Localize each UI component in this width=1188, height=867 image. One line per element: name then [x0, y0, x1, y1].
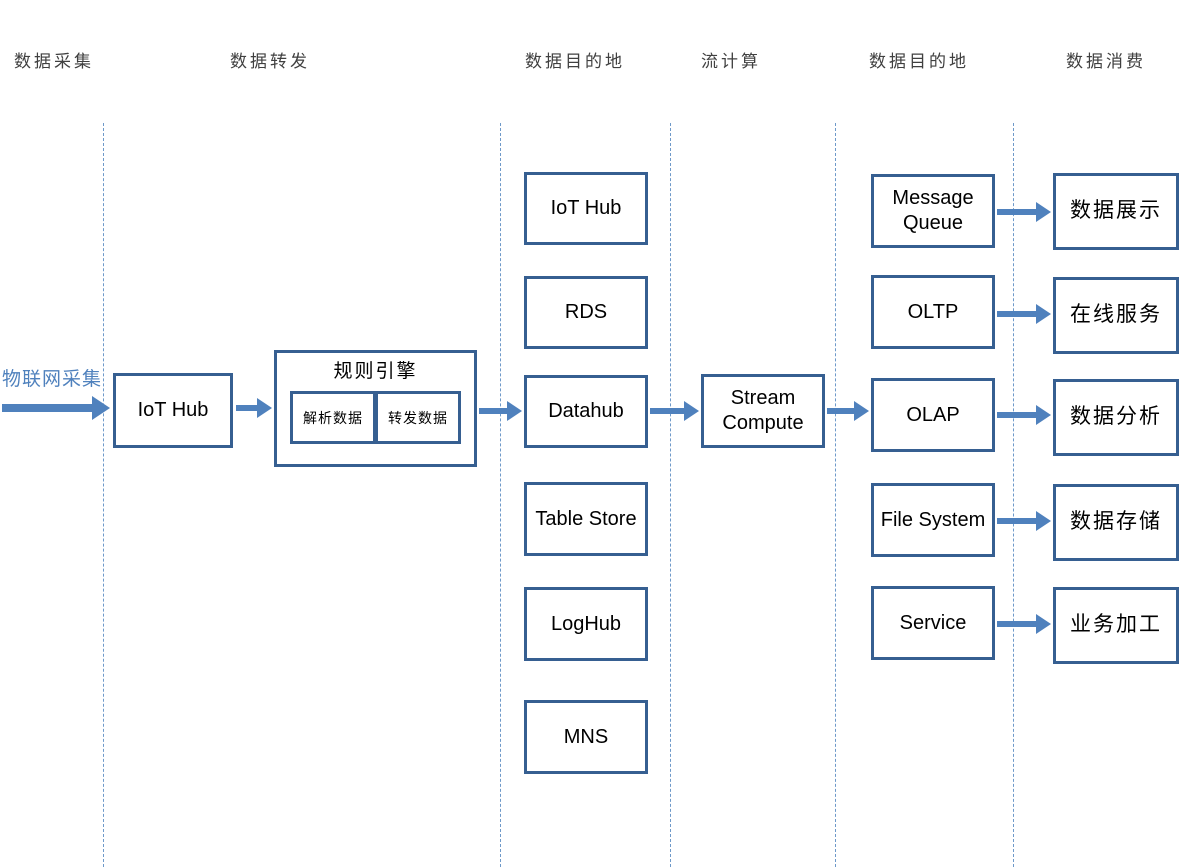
node-stream-compute: Stream Compute [701, 374, 825, 448]
arrow-shaft [2, 404, 94, 412]
arrow-shaft [997, 518, 1038, 524]
arrow-head [854, 401, 869, 421]
arrow-olap-to-data-analysis [997, 403, 1051, 427]
lane-header-data-consumption: 数据消费 [1066, 52, 1146, 71]
arrow-shaft [827, 408, 856, 414]
lane-divider-2 [500, 123, 501, 867]
arrow-head [257, 398, 272, 418]
node-data-display: 数据展示 [1053, 173, 1179, 250]
node-file-system: File System [871, 483, 995, 557]
node-mns: MNS [524, 700, 648, 774]
node-loghub: LogHub [524, 587, 648, 661]
arrow-shaft [997, 209, 1038, 215]
arrow-head [92, 396, 110, 420]
node-iot-hub-collect: IoT Hub [113, 373, 233, 448]
lane-divider-5 [1013, 123, 1014, 867]
node-oltp: OLTP [871, 275, 995, 349]
lane-divider-3 [670, 123, 671, 867]
arrow-head [507, 401, 522, 421]
arrow-head [1036, 202, 1051, 222]
rule-engine-title: 规则引擎 [333, 361, 418, 382]
arrow-head [684, 401, 699, 421]
node-rule-engine: 规则引擎 解析数据 转发数据 [274, 350, 477, 467]
node-business-processing: 业务加工 [1053, 587, 1179, 664]
source-label-iot-collection: 物联网采集 [2, 369, 103, 390]
lane-header-data-collection: 数据采集 [14, 52, 94, 71]
arrow-head [1036, 304, 1051, 324]
arrow-source-to-iot-hub [2, 396, 110, 420]
node-parse-data: 解析数据 [290, 391, 376, 444]
node-table-store: Table Store [524, 482, 648, 556]
arrow-shaft [479, 408, 509, 414]
arrow-shaft [650, 408, 686, 414]
lane-header-data-destination-1: 数据目的地 [525, 52, 625, 71]
node-data-analysis: 数据分析 [1053, 379, 1179, 456]
arrow-stream-compute-to-olap [827, 399, 869, 423]
node-iot-hub-destination: IoT Hub [524, 172, 648, 245]
node-service: Service [871, 586, 995, 660]
arrow-service-to-business-processing [997, 612, 1051, 636]
arrow-oltp-to-online-service [997, 302, 1051, 326]
node-data-storage: 数据存储 [1053, 484, 1179, 561]
lane-divider-4 [835, 123, 836, 867]
arrow-shaft [997, 311, 1038, 317]
lane-divider-1 [103, 123, 104, 867]
arrow-rule-engine-to-datahub [479, 399, 522, 423]
arrow-message-queue-to-data-display [997, 200, 1051, 224]
arrow-head [1036, 614, 1051, 634]
arrow-head [1036, 405, 1051, 425]
arrow-shaft [236, 405, 259, 411]
node-message-queue: Message Queue [871, 174, 995, 248]
arrow-iot-hub-to-rule-engine [236, 396, 272, 420]
node-datahub: Datahub [524, 375, 648, 448]
lane-header-data-forwarding: 数据转发 [230, 52, 310, 71]
arrow-head [1036, 511, 1051, 531]
arrow-file-system-to-data-storage [997, 509, 1051, 533]
arrow-shaft [997, 621, 1038, 627]
arrow-shaft [997, 412, 1038, 418]
node-olap: OLAP [871, 378, 995, 452]
arrow-datahub-to-stream-compute [650, 399, 699, 423]
node-forward-data: 转发数据 [375, 391, 461, 444]
lane-header-stream-computing: 流计算 [701, 52, 761, 71]
node-rds: RDS [524, 276, 648, 349]
node-online-service: 在线服务 [1053, 277, 1179, 354]
lane-header-data-destination-2: 数据目的地 [869, 52, 969, 71]
